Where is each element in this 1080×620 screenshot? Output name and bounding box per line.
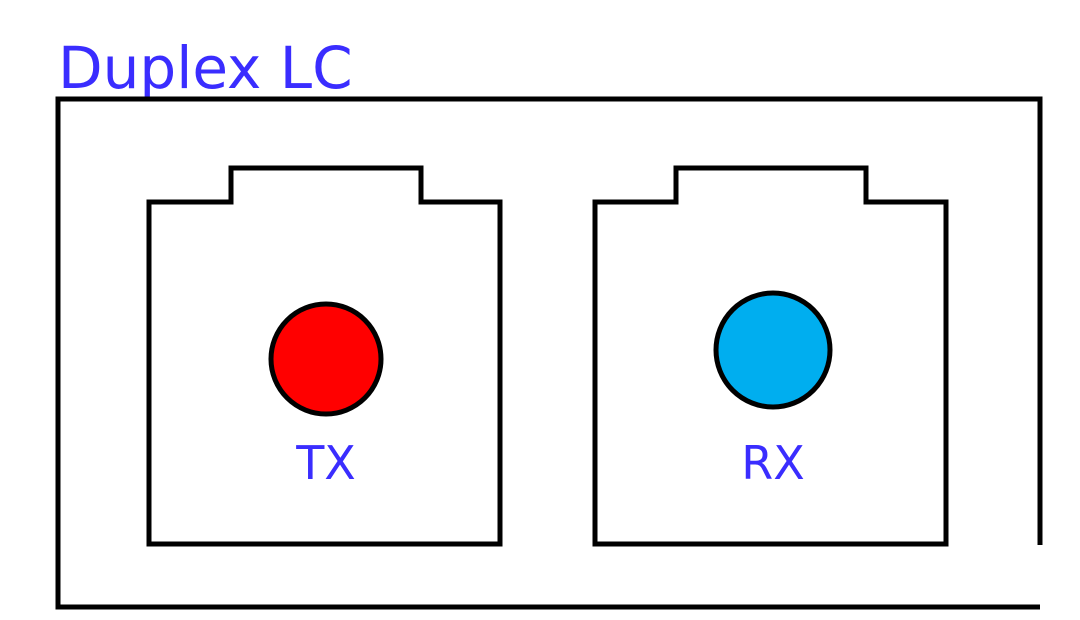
- rx-core-icon: [713, 290, 833, 410]
- tx-port: TX: [146, 165, 503, 547]
- tx-label: TX: [295, 436, 356, 490]
- diagram-title: Duplex LC: [58, 34, 353, 102]
- rx-port: RX: [592, 165, 949, 547]
- rx-port-outline: [592, 165, 949, 547]
- tx-core-icon: [268, 301, 384, 417]
- tx-port-outline: [146, 165, 503, 547]
- rx-label: RX: [741, 436, 804, 490]
- connector-housing: [55, 96, 1043, 610]
